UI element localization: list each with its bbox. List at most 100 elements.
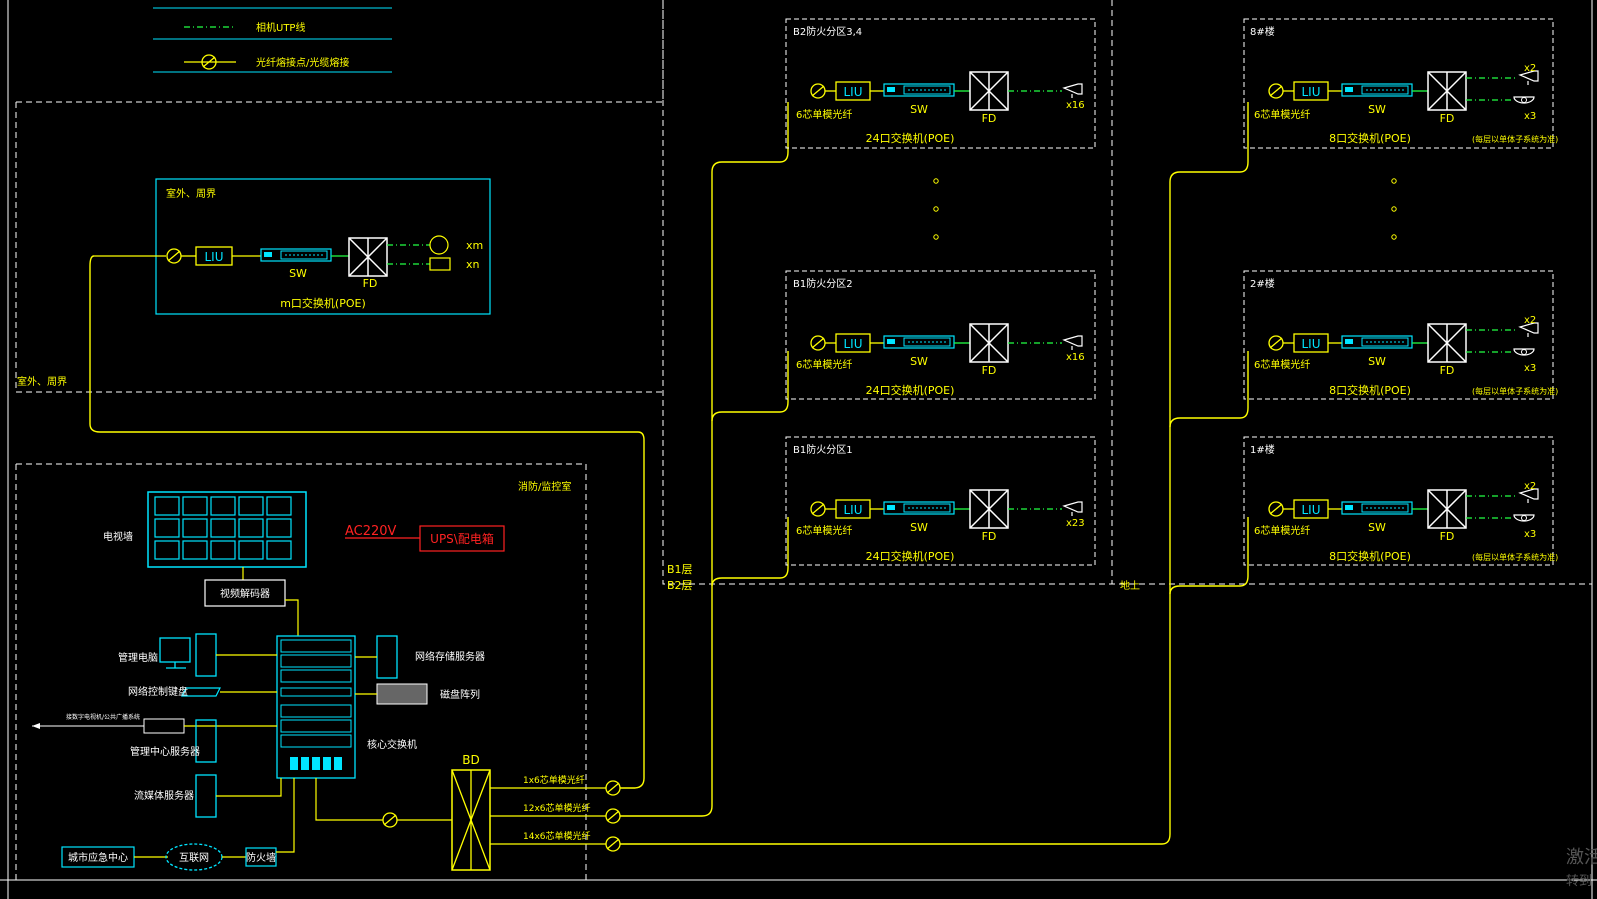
outdoor-count-xm: xm (466, 239, 483, 252)
zone-b2-34-fiber: 6芯单模光纤 (796, 108, 852, 121)
zone-b2-34-fd: FD (982, 112, 997, 125)
zone-b1-2: B1防火分区2 LIU 6芯单模光纤 SW FD x16 24口交换机(POE) (785, 270, 1096, 400)
firewall-box (245, 847, 277, 867)
watermark-line-2: 转到 (1566, 874, 1592, 889)
continuation-dots-aboveground (1391, 178, 1397, 240)
mgmt-pc-label: 管理电脑 (118, 651, 158, 664)
outdoor-switch-box: 室外、周界 LIU SW FD xm xn m口交换机(POE) (94, 178, 491, 315)
zone-bldg-2: 2#楼 LIU x2 x3 6芯单模光纤 SW FD 8口交换机(POE) (每… (1243, 270, 1558, 400)
zone-b1-1-sw: SW (910, 521, 928, 534)
zone-bldg-1-title: 1#楼 (1250, 443, 1275, 456)
legend-label-camera-utp: 相机UTP线 (256, 21, 305, 34)
outdoor-sensor-icon (429, 257, 451, 271)
ups-box (419, 525, 505, 552)
disk-array-label: 磁盘阵列 (440, 688, 480, 701)
keyboard-label: 网络控制键盘 (128, 685, 188, 698)
tv-wall-label: 电视墙 (103, 530, 133, 543)
zone-bldg-1-note: (每层以单体子系统为准) (1472, 552, 1558, 562)
zone-bldg-1-switch: 8口交换机(POE) (1329, 549, 1411, 563)
zone-bldg-2-title: 2#楼 (1250, 277, 1275, 290)
floor-label-b1: B1层 (667, 563, 693, 576)
zone-b1-2-camera-icon (1063, 335, 1083, 351)
legend: 相机UTP线 光纤熔接点/光缆熔接 (153, 7, 392, 73)
outdoor-box-title: 室外、周界 (166, 187, 216, 200)
outdoor-count-xn: xn (466, 258, 480, 271)
stream-server-icon (195, 774, 217, 818)
zone-b1-1-count: x23 (1066, 518, 1085, 529)
zone-bldg-8-fiber: 6芯单模光纤 (1254, 108, 1310, 121)
fiber-trunk-lines (89, 102, 1249, 845)
storage-server-label: 网络存储服务器 (415, 650, 485, 663)
zone-b2-34-camera-icon (1063, 83, 1083, 99)
outdoor-switch-caption: m口交换机(POE) (280, 296, 366, 310)
zone-b1-2-fiber: 6芯单模光纤 (796, 358, 852, 371)
stream-server-label: 流媒体服务器 (134, 789, 194, 802)
decoder-box (204, 579, 286, 607)
control-room-label: 消防/监控室 (518, 480, 571, 493)
zone-bldg-8-count-1: x2 (1524, 63, 1536, 74)
control-room: 电视墙 视频解码器 AC220V UPS\配电箱 核心交换机 管理电脑 网络控制… (32, 491, 621, 871)
zone-bldg-1-liu: LIU (1301, 503, 1320, 517)
outdoor-liu-label: LIU (204, 250, 223, 264)
zone-bldg-1-fiber: 6芯单模光纤 (1254, 524, 1310, 537)
tv-wall-icon (147, 491, 307, 568)
zone-b1-1: B1防火分区1 LIU 6芯单模光纤 SW FD x23 24口交换机(POE) (785, 436, 1096, 566)
zone-b1-1-liu: LIU (843, 503, 862, 517)
city-center-label: 城市应急中心 (68, 851, 128, 864)
zone-bldg-8-count-2: x3 (1524, 111, 1536, 122)
zone-b1-2-switch: 24口交换机(POE) (866, 383, 955, 397)
zone-bldg-1-sw: SW (1368, 521, 1386, 534)
zone-b1-1-title: B1防火分区1 (793, 443, 853, 456)
ext-link-label: 接数字电视机/公共广播系统 (66, 713, 140, 721)
internet-label: 互联网 (179, 852, 209, 864)
continuation-dots-underground (933, 178, 939, 240)
bd-label: BD (462, 753, 479, 767)
outdoor-camera-icon (429, 235, 449, 255)
ac220v-label: AC220V (345, 524, 397, 539)
aboveground-label: 地上 (1120, 579, 1140, 592)
zone-bldg-8-liu: LIU (1301, 85, 1320, 99)
zone-bldg-8: 8#楼 LIU x2 x3 6芯单模光纤 SW FD 8口交换机(POE) (每… (1243, 18, 1558, 149)
zone-b1-2-fd: FD (982, 364, 997, 377)
region-boundaries (15, 0, 1592, 880)
fiber-count-3: 14x6芯单模光纤 (523, 830, 591, 842)
zone-bldg-8-switch: 8口交换机(POE) (1329, 131, 1411, 145)
ups-label: UPS\配电箱 (430, 531, 494, 546)
zone-b2-34-sw: SW (910, 103, 928, 116)
fiber-count-1: 1x6芯单模光纤 (523, 774, 585, 786)
mgmt-server-icon (195, 719, 217, 763)
firewall-label: 防火墙 (246, 851, 276, 864)
zone-bldg-2-count-2: x3 (1524, 363, 1536, 374)
zone-b1-1-fiber: 6芯单模光纤 (796, 524, 852, 537)
zone-bldg-2-count-1: x2 (1524, 315, 1536, 326)
zone-bldg-2-switch: 8口交换机(POE) (1329, 383, 1411, 397)
zone-b1-2-liu: LIU (843, 337, 862, 351)
zone-b2-34-count: x16 (1066, 100, 1085, 111)
zone-b1-2-title: B1防火分区2 (793, 277, 853, 290)
zone-bldg-2-fd: FD (1440, 364, 1455, 377)
zone-bldg-1-count-2: x3 (1524, 529, 1536, 540)
zone-b1-1-switch: 24口交换机(POE) (866, 549, 955, 563)
storage-server-icon (376, 635, 398, 679)
watermark-line-1: 激活 (1566, 847, 1597, 868)
floor-label-b2: B2层 (667, 579, 693, 592)
disk-array-icon (376, 683, 428, 705)
zone-bldg-8-title: 8#楼 (1250, 25, 1275, 38)
zone-bldg-2-note: (每层以单体子系统为准) (1472, 386, 1558, 396)
keyboard-icon (181, 687, 221, 697)
zone-bldg-2-dome-icon (1513, 348, 1535, 356)
zone-bldg-1: 1#楼 LIU x2 x3 6芯单模光纤 SW FD 8口交换机(POE) (每… (1243, 436, 1558, 566)
zone-bldg-8-note: (每层以单体子系统为准) (1472, 134, 1558, 144)
zone-bldg-8-fd: FD (1440, 112, 1455, 125)
zone-bldg-8-sw: SW (1368, 103, 1386, 116)
decoder-label: 视频解码器 (220, 587, 270, 600)
fiber-count-2: 12x6芯单模光纤 (523, 802, 591, 814)
zone-outdoor-label: 室外、周界 (17, 375, 67, 388)
zone-bldg-1-fd: FD (1440, 530, 1455, 543)
legend-label-fiber-splice: 光纤熔接点/光缆熔接 (256, 56, 349, 69)
outdoor-fd-label: FD (363, 277, 378, 290)
mgmt-pc-monitor-icon (159, 637, 191, 663)
zone-b1-2-count: x16 (1066, 352, 1085, 363)
core-switch-label: 核心交换机 (367, 738, 417, 751)
